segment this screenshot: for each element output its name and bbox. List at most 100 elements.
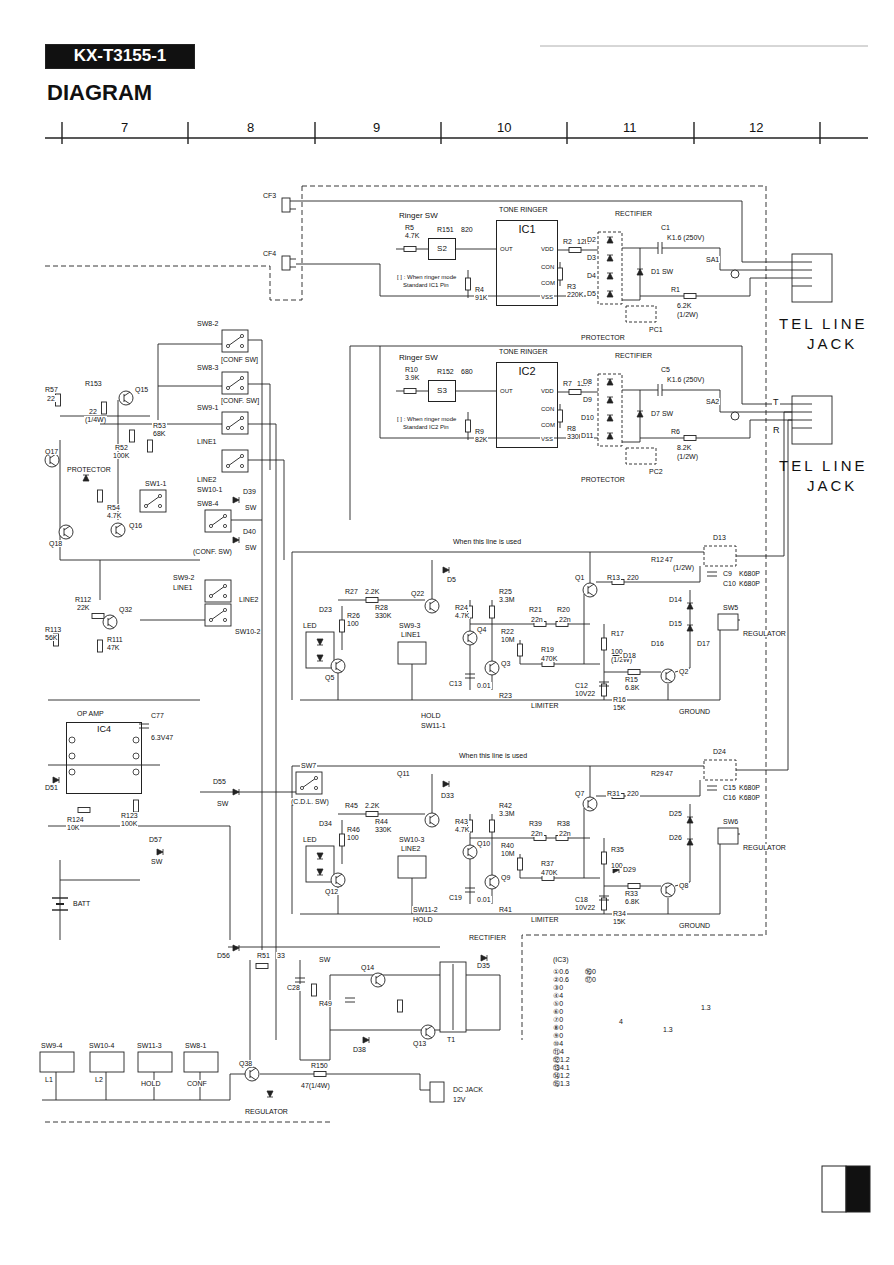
header-rule: [540, 46, 868, 47]
part-reference: D38: [352, 1046, 367, 1053]
diode-body: [637, 411, 643, 417]
part-reference: CF4: [262, 250, 277, 257]
wire: [292, 552, 293, 700]
part-reference: Q16: [128, 522, 143, 529]
switch-contact: [223, 594, 226, 597]
resistor-symbol: [98, 490, 103, 502]
component-value: 9: [372, 121, 381, 134]
transistor-lead: [116, 532, 122, 536]
wire: [300, 700, 720, 701]
jack-pin: [792, 262, 812, 263]
buzzer-lead: [290, 259, 296, 260]
wire: [118, 400, 119, 520]
annotation-text: SW: [244, 504, 257, 511]
switch-name: SW9-1: [196, 404, 219, 411]
switch-name: SW1-1: [144, 480, 167, 487]
capacitor-plate: [707, 790, 717, 791]
switch-contact: [240, 334, 243, 337]
resistor-symbol: [466, 278, 471, 290]
annotation-text: REGULATOR: [742, 630, 787, 637]
component-value: 6.8K: [624, 684, 640, 691]
diode-symbol: [607, 291, 613, 297]
wire: [158, 386, 222, 387]
part-reference: Q10: [476, 840, 491, 847]
resistor-symbol: [602, 852, 607, 864]
part-reference: R27: [344, 588, 359, 595]
component-value: (CONF. SW): [192, 548, 233, 555]
annotation-text: LINE2: [196, 476, 217, 483]
diode-body: [687, 625, 693, 631]
resistor-symbol: [684, 294, 696, 299]
annotation-text: GROUND: [678, 922, 711, 929]
wire: [520, 640, 600, 664]
component-value: 11: [622, 121, 638, 134]
component-value: K680P: [738, 784, 761, 791]
annotation-text: [CONF. SW]: [220, 397, 260, 404]
table-cell: ⑥0: [552, 1008, 564, 1015]
transistor-lead: [588, 592, 594, 596]
component-value: 6.8K: [624, 898, 640, 905]
capacitor-plate: [707, 576, 717, 577]
transistor-base: [588, 586, 589, 594]
part-reference: R52: [114, 444, 129, 451]
jack-pin: [792, 428, 812, 429]
switch-contact: [209, 594, 212, 597]
part-reference: Q8: [678, 882, 689, 889]
diode-symbol: [637, 269, 643, 275]
part-reference: R41: [498, 906, 513, 913]
part-reference: C9: [722, 570, 733, 577]
annotation-text: JACK: [806, 336, 858, 351]
resistor-symbol: [628, 884, 640, 889]
wire: [140, 620, 205, 621]
component-value: 680: [460, 368, 474, 375]
resistor-symbol: [558, 268, 563, 280]
diode-symbol: [607, 397, 613, 403]
diode-body: [53, 777, 59, 783]
component-value: 4: [618, 1018, 624, 1025]
part-reference: R38: [556, 820, 571, 827]
switch-contact: [226, 344, 229, 347]
part-reference: R150: [310, 1062, 329, 1069]
part-reference: R29: [650, 770, 665, 777]
component-value: (1/4W): [84, 416, 107, 423]
wire: [470, 624, 590, 625]
component-value: 4.7K: [106, 512, 122, 519]
component-value: 22: [88, 408, 98, 415]
wire: [432, 774, 433, 813]
diode-symbol: [53, 777, 59, 783]
component-value: 10K: [66, 824, 80, 831]
annotation-text: When this line is used: [452, 538, 522, 545]
component-value: 470K: [540, 655, 558, 662]
transistor-lead: [336, 660, 342, 664]
diode-body: [267, 1091, 273, 1097]
part-reference: D34: [318, 820, 333, 827]
resistor-symbol: [102, 402, 107, 414]
transistor-lead: [490, 884, 496, 888]
wire: [231, 520, 262, 521]
component-value: 3.9K: [404, 374, 420, 381]
resistor-symbol: [558, 410, 563, 422]
component-value: K680P: [738, 794, 761, 801]
wire: [248, 424, 276, 1040]
switch-contact: [223, 524, 226, 527]
diode-body: [317, 853, 323, 859]
resistor-symbol: [56, 394, 61, 406]
part-reference: R8: [566, 425, 577, 432]
part-reference: D10: [580, 414, 595, 421]
table-cell: ⑨0: [552, 1032, 564, 1039]
part-reference: R28: [374, 604, 389, 611]
transistor-base: [666, 886, 667, 894]
component-value: 22n: [530, 830, 544, 837]
annotation-text: DIAGRAM: [46, 82, 153, 104]
wire: [648, 780, 700, 796]
switch-blade: [211, 516, 225, 526]
component-value: 22: [46, 395, 56, 402]
part-reference: D9: [582, 396, 593, 403]
switch-symbol: [205, 510, 231, 532]
switch-contact: [158, 504, 161, 507]
jack-pin: [792, 412, 812, 413]
annotation-text: VDD: [540, 246, 555, 252]
wire: [292, 766, 704, 767]
column-tick: [440, 122, 441, 144]
diode-body: [317, 655, 323, 661]
